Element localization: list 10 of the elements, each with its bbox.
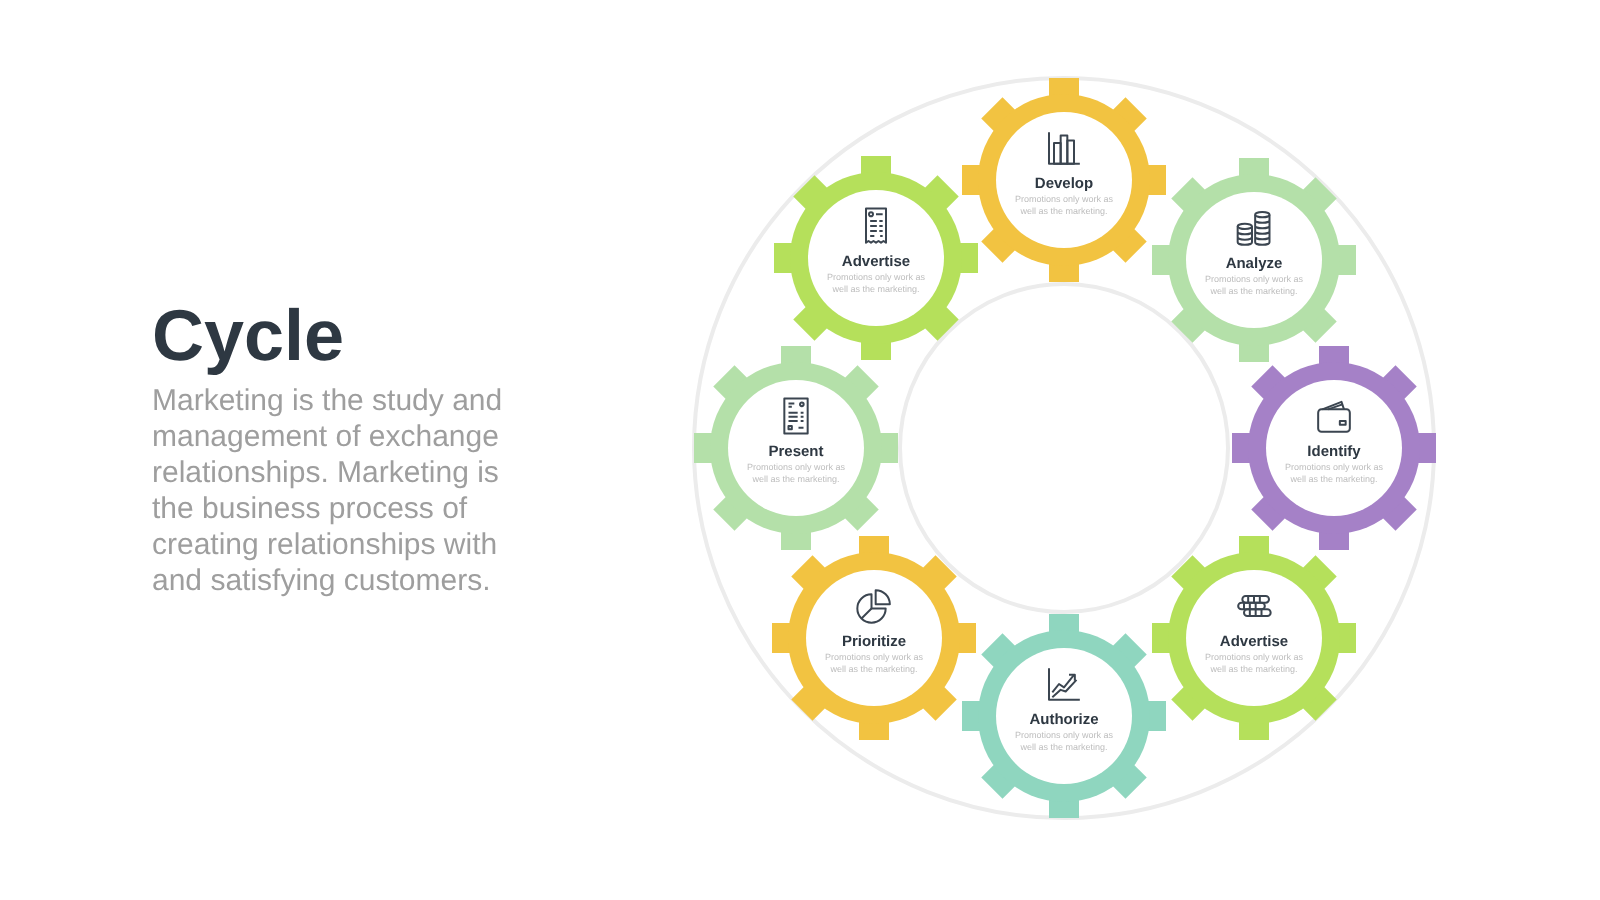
heading: Cycle [152,296,345,376]
gear-node [1152,536,1356,740]
gear-node [774,156,978,360]
gear-node [962,78,1166,282]
gear-node [694,346,898,550]
gear-node [1232,346,1436,550]
body-text: Marketing is the study and management of exchange relationships. Marketing is the business process of creating relationships with and satisfying customers. [152,384,505,600]
gear-node [1152,158,1356,362]
gear-node [962,614,1166,818]
gear-node [772,536,976,740]
